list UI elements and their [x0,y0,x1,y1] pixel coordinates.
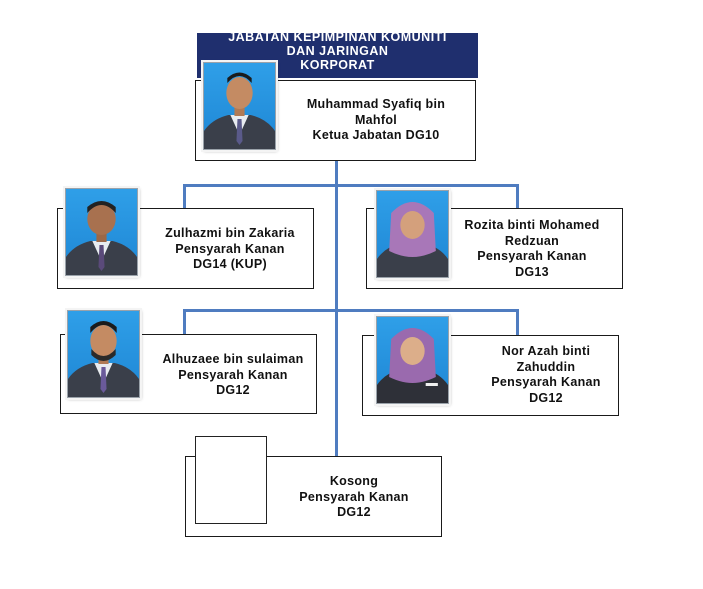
connector-drop-right1 [516,184,519,210]
member-portrait [65,308,142,400]
member-details: Rozita binti Mohamed Redzuan Pensyarah K… [452,218,612,280]
head-position: Ketua Jabatan DG10 [312,128,440,142]
member-position: Pensyarah Kanan [175,241,285,256]
member-portrait [374,188,451,280]
member-position: Pensyarah Kanan [477,249,587,263]
portrait-figure-icon [204,72,275,149]
member-grade: DG12 [337,505,371,519]
member-grade: DG13 [515,264,549,279]
member-position: Pensyarah Kanan [178,367,288,382]
member-name: Alhuzaee bin sulaiman [162,352,304,366]
member-grade: DG12 [216,383,250,397]
member-portrait [63,186,140,278]
member-grade: DG12 [529,390,563,405]
department-title-line: JABATAN KEPIMPINAN KOMUNITI [228,33,447,44]
connector-drop-left1 [183,184,186,210]
portrait-figure-icon [66,201,137,275]
connector-trunk [335,160,338,457]
connector-branch-level1 [183,184,519,187]
member-details: Alhuzaee bin sulaiman Pensyarah Kanan DG… [148,352,318,399]
member-name: Zulhazmi bin Zakaria [165,226,295,240]
member-details: Kosong Pensyarah Kanan DG12 [274,474,434,521]
member-name: Redzuan [504,233,560,248]
portrait-figure-icon [68,321,139,397]
member-details: Zulhazmi bin Zakaria Pensyarah Kanan DG1… [145,226,315,273]
member-portrait [374,314,451,406]
member-name: Nor Azah binti [501,344,591,358]
portrait-figure-icon [377,328,448,403]
connector-drop-left2 [183,309,186,336]
head-portrait [201,60,278,152]
vacant-portrait-placeholder [195,436,267,524]
department-title-line: KORPORAT [300,58,375,72]
connector-drop-right2 [516,309,519,336]
connector-branch-level2 [183,309,519,312]
member-position: Pensyarah Kanan [299,489,409,504]
member-name: Rozita binti Mohamed [464,218,600,232]
department-title-line: DAN JARINGAN [286,44,389,58]
member-details: Nor Azah binti Zahuddin Pensyarah Kanan … [466,344,626,406]
portrait-figure-icon [377,202,448,277]
member-name: Zahuddin [516,359,576,374]
member-position: Pensyarah Kanan [491,375,601,389]
member-grade: DG14 (KUP) [193,257,267,271]
head-name: Muhammad Syafiq bin [306,97,446,111]
head-name: Mahfol [354,112,398,127]
member-name: Kosong [329,474,379,488]
head-details: Muhammad Syafiq bin Mahfol Ketua Jabatan… [276,97,476,144]
